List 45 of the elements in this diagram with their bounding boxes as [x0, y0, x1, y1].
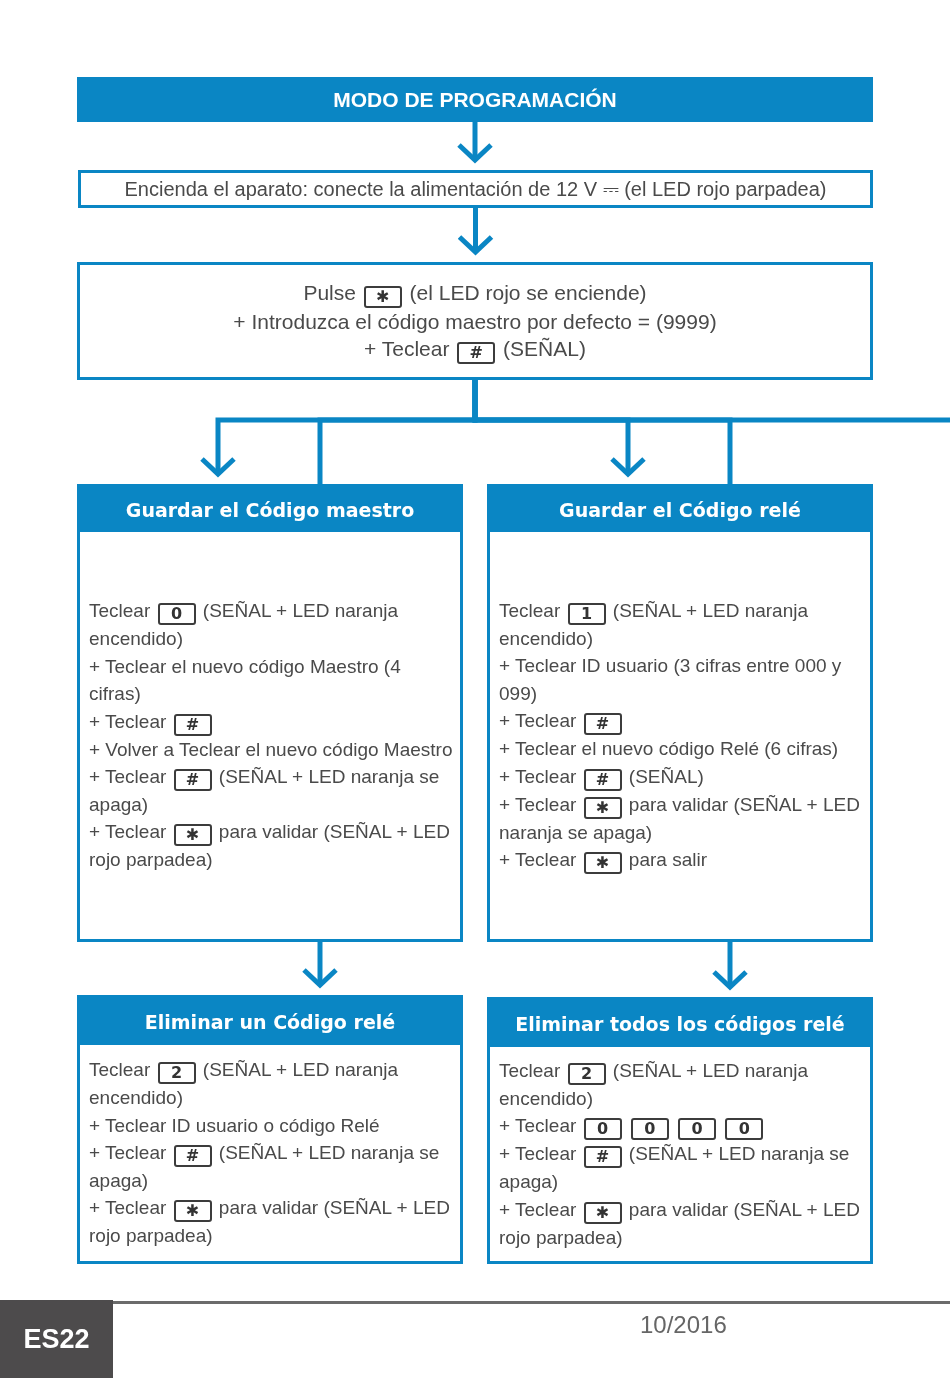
step-text: + Teclear ✱ para validar (SEÑAL + LED rojo parpadea) — [499, 1197, 861, 1250]
card-heading: Eliminar un Código relé — [80, 998, 460, 1045]
step-text: + Teclear # — [89, 707, 454, 736]
step-card — [487, 484, 873, 942]
step-text: + Teclear ✱ para validar (SEÑAL + LED rojo parpadea) — [89, 820, 451, 873]
arrow — [301, 942, 339, 988]
step-text: + Teclear ✱ para validar (SEÑAL + LED rojo parpadea) — [89, 1196, 451, 1249]
step-text: + Teclear ✱ para salir — [499, 846, 864, 874]
instruction-text: + Introduzca el código maestro por defecto = (9999) — [233, 308, 717, 335]
step-card — [487, 997, 873, 1264]
footer-text: 10/2016 — [640, 1311, 727, 1339]
step-text: + Teclear # — [499, 707, 864, 736]
step-text: + Teclear el nuevo código Relé (6 cifras) — [499, 737, 840, 762]
page-number-tag — [0, 1300, 113, 1378]
process-box — [77, 262, 873, 380]
step-text: + Teclear ID usuario o código Relé — [89, 1113, 381, 1138]
arrow — [457, 208, 494, 255]
process-box — [78, 170, 873, 208]
card-heading: Guardar el Código maestro — [80, 487, 460, 532]
step-text: + Teclear ID usuario (3 cifras entre 000 y 099) — [499, 654, 843, 706]
connector-line — [472, 380, 950, 423]
step-text: + Volver a Teclear el nuevo código Maestro — [89, 737, 454, 762]
page-number: ES22 — [23, 1323, 90, 1355]
instruction-text: Encienda el aparato: conecte la alimentación de 12 V ⎓ (el LED rojo parpadea) — [124, 176, 827, 202]
step-text: Teclear 2 (SEÑAL + LED naranja encendido) — [89, 1058, 399, 1111]
instruction-text: Pulse ✱ (el LED rojo se enciende) — [303, 279, 647, 308]
step-text: + Teclear el nuevo código Maestro (4 cifras) — [89, 654, 402, 707]
step-text: Teclear 1 (SEÑAL + LED naranja encendido) — [499, 599, 809, 651]
arrow — [456, 122, 494, 163]
step-card — [77, 484, 463, 942]
title-text: MODO DE PROGRAMACIÓN — [333, 87, 617, 112]
step-text: Teclear 0 (SEÑAL + LED naranja encendido) — [89, 599, 399, 652]
step-text: + Teclear # (SEÑAL + LED naranja se apaga) — [89, 764, 441, 817]
card-heading: Guardar el Código relé — [490, 487, 870, 532]
step-text: + Teclear # (SEÑAL) — [499, 764, 705, 791]
step-text: + Teclear # (SEÑAL + LED naranja se apaga) — [89, 1141, 441, 1193]
step-text: Teclear 2 (SEÑAL + LED naranja encendido) — [499, 1058, 809, 1111]
title-bar — [77, 77, 873, 122]
card-heading: Eliminar todos los códigos relé — [490, 1000, 870, 1047]
instruction-text: + Teclear # (SEÑAL) — [364, 335, 586, 364]
arrow — [711, 942, 749, 990]
step-card — [77, 995, 463, 1264]
step-text: + Teclear # (SEÑAL + LED naranja se apaga) — [499, 1142, 851, 1195]
step-text: + Teclear ✱ para validar (SEÑAL + LED naranja se apaga) — [499, 792, 861, 845]
step-text: + Teclear 0 0 0 0 — [499, 1112, 864, 1141]
